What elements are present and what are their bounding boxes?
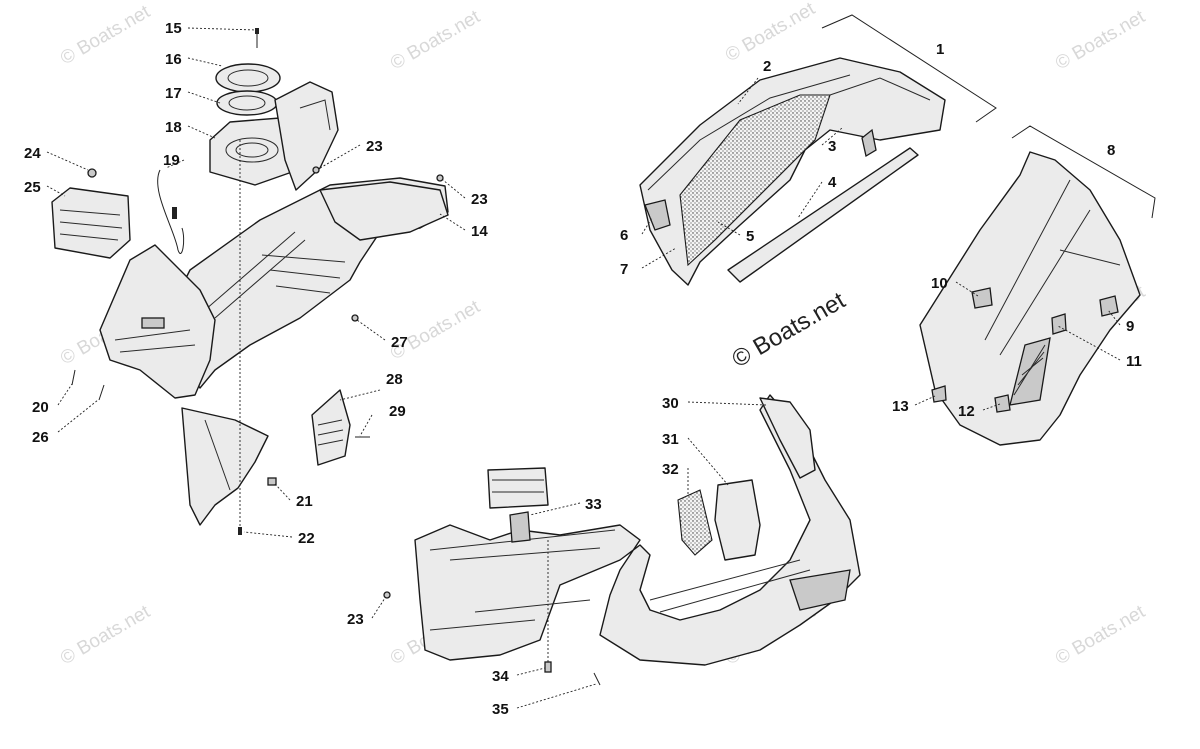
callout-15: 15: [165, 20, 182, 37]
callout-34: 34: [492, 668, 509, 685]
callout-12: 12: [958, 403, 975, 420]
callout-32: 32: [662, 461, 679, 478]
side-panel-vent: [141, 317, 165, 329]
callout-28: 28: [386, 371, 403, 388]
wire-19: [157, 169, 185, 254]
fastener-34: [544, 661, 552, 673]
bracket-33: [509, 511, 531, 543]
hood-clip-3: [861, 128, 877, 158]
watermark-tile: © Boats.net: [1052, 601, 1149, 669]
insert-12: [994, 394, 1011, 413]
side-panel-vent: [1009, 337, 1051, 406]
module-33: [487, 467, 549, 509]
watermark-tile: © Boats.net: [57, 601, 154, 669]
fastener-23: [436, 174, 444, 182]
side-panel-assembly: [919, 125, 1156, 446]
watermark-tile: © Boats.net: [1052, 6, 1149, 74]
fastener-23: [312, 166, 320, 174]
callout-27: 27: [391, 334, 408, 351]
control-module-25: [51, 187, 131, 259]
hood-assembly: [639, 14, 997, 286]
watermark-tile: © Boats.net: [387, 6, 484, 74]
callout-23: 23: [471, 191, 488, 208]
callout-31: 31: [662, 431, 679, 448]
callout-18: 18: [165, 119, 182, 136]
callout-19: 19: [163, 152, 180, 169]
callout-25: 25: [24, 179, 41, 196]
insert-11: [1051, 313, 1067, 335]
vent-screen-32: [677, 489, 713, 556]
clip-21: [267, 477, 277, 486]
lower-panel: [181, 407, 269, 526]
callout-33: 33: [585, 496, 602, 513]
callout-24: 24: [24, 145, 41, 162]
callout-23: 23: [347, 611, 364, 628]
trim-strip-4: [727, 147, 919, 283]
callouts: 15 16 17 18 19 24 25 23 23 14 27 28 29 2…: [24, 20, 1142, 718]
watermark-tile: © Boats.net: [57, 1, 154, 69]
callout-22: 22: [298, 530, 315, 547]
side-panel-8: [919, 151, 1141, 446]
belly-pan-assembly: [383, 394, 861, 686]
fastener-27: [351, 314, 359, 322]
callout-7: 7: [620, 261, 628, 278]
insert-13: [931, 385, 947, 403]
bumper-end-30: [759, 397, 816, 479]
callout-9: 9: [1126, 318, 1134, 335]
callout-6: 6: [620, 227, 628, 244]
callout-11: 11: [1126, 353, 1142, 370]
insert-9: [1099, 295, 1119, 317]
callout-35: 35: [492, 701, 509, 718]
callout-4: 4: [828, 174, 837, 191]
nut-24: [87, 168, 97, 178]
callout-13: 13: [892, 398, 909, 415]
watermark-tile: © Boats.net: [387, 296, 484, 364]
gasket-ring-16: [215, 63, 281, 93]
callout-2: 2: [763, 58, 771, 75]
callout-17: 17: [165, 85, 182, 102]
callout-20: 20: [32, 399, 49, 416]
callout-10: 10: [931, 275, 948, 292]
hood-mesh-5: [679, 94, 831, 267]
callout-1: 1: [936, 41, 944, 58]
callout-5: 5: [746, 228, 754, 245]
watermark-tile: © Boats.net: [722, 0, 819, 66]
vent-28: [311, 389, 351, 466]
callout-23: 23: [366, 138, 383, 155]
vent-shroud-31: [714, 479, 761, 561]
hood-vent-6: [644, 199, 671, 231]
callout-16: 16: [165, 51, 182, 68]
belly-pan: [414, 394, 861, 666]
fastener-23: [383, 591, 391, 599]
gasket-ring-17: [216, 90, 278, 116]
dash-assembly: [51, 28, 449, 535]
callout-14: 14: [471, 223, 488, 240]
callout-26: 26: [32, 429, 49, 446]
callout-30: 30: [662, 395, 679, 412]
belly-pan-vent: [789, 569, 851, 611]
callout-21: 21: [296, 493, 313, 510]
callout-29: 29: [389, 403, 406, 420]
callout-leaders: [46, 27, 1121, 709]
callout-3: 3: [828, 138, 836, 155]
gauge-bracket: [274, 81, 339, 191]
watermark-main: © Boats.net: [728, 287, 851, 373]
insert-10: [971, 287, 993, 309]
callout-8: 8: [1107, 142, 1115, 159]
dash-panel-14: [319, 181, 449, 241]
